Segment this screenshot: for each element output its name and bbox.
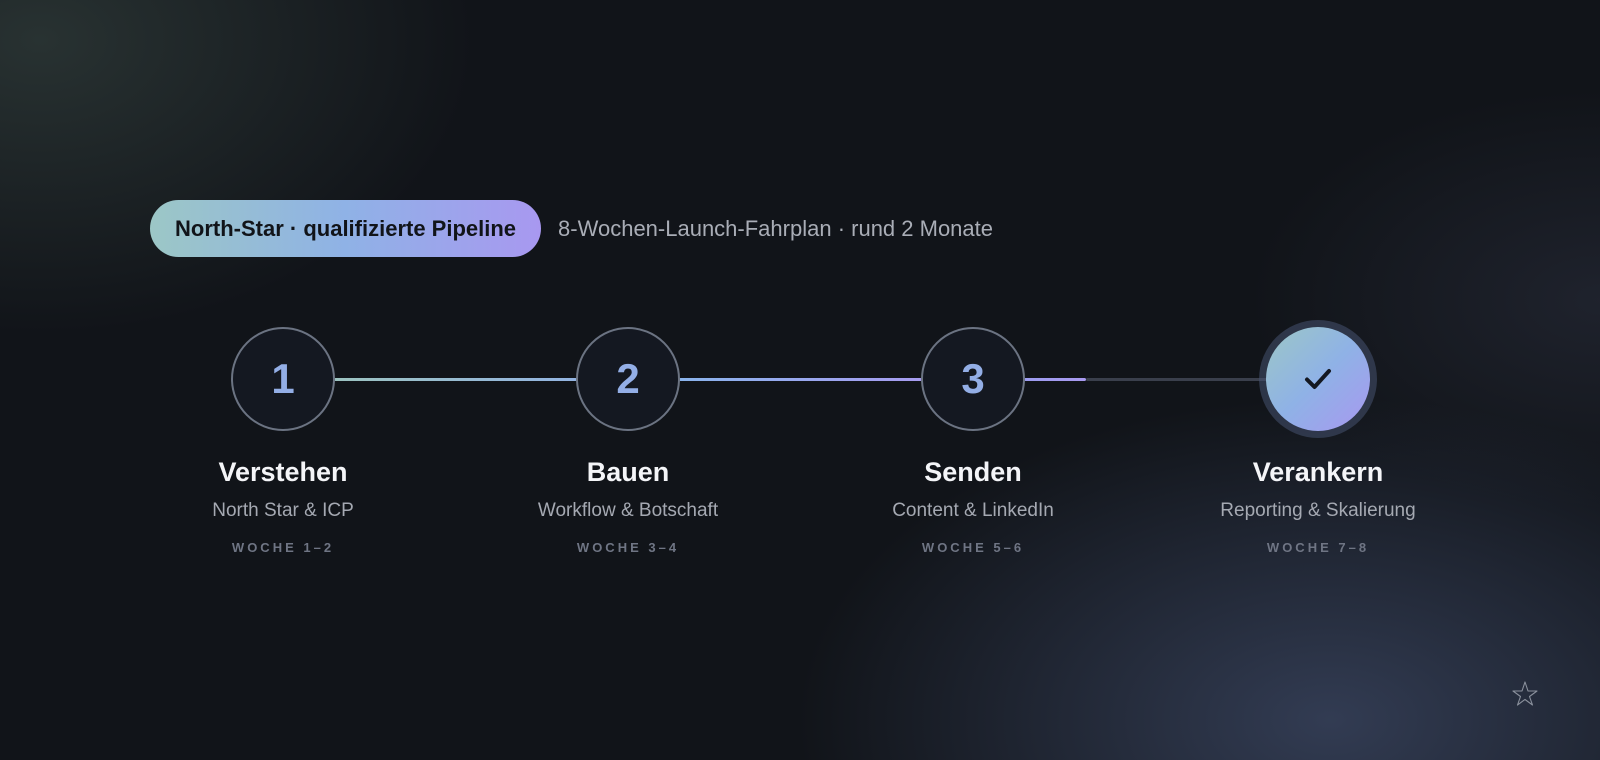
step-number-badge: 1 [231, 327, 335, 431]
step-subtitle: Content & LinkedIn [892, 500, 1054, 521]
star-logo-icon [1512, 681, 1538, 706]
timeline-connector-3-remaining [1086, 378, 1268, 381]
timeline-connector-3-progress [1024, 378, 1086, 381]
step-bauen: 2 Bauen Workflow & Botschaft WOCHE 3–4 [508, 327, 748, 555]
timeline-connector-1 [334, 378, 577, 381]
roadmap-subtitle: 8-Wochen-Launch-Fahrplan · rund 2 Monate [558, 215, 993, 241]
step-week: WOCHE 3–4 [576, 540, 680, 555]
step-number-badge: 3 [921, 327, 1025, 431]
step-complete-badge [1266, 327, 1370, 431]
step-subtitle: North Star & ICP [212, 500, 354, 521]
step-title: Bauen [586, 457, 670, 487]
check-icon [1305, 369, 1331, 389]
step-title: Senden [924, 457, 1022, 487]
step-verankern: Verankern Reporting & Skalierung WOCHE 7… [1198, 327, 1438, 555]
step-number-badge: 2 [576, 327, 680, 431]
step-subtitle: Reporting & Skalierung [1220, 500, 1416, 521]
timeline-connector-2 [679, 378, 922, 381]
step-verstehen: 1 Verstehen North Star & ICP WOCHE 1–2 [163, 327, 403, 555]
header: North-Star · qualifizierte Pipeline 8-Wo… [150, 200, 993, 257]
step-title: Verankern [1252, 457, 1384, 487]
step-week: WOCHE 7–8 [1266, 540, 1370, 555]
step-senden: 3 Senden Content & LinkedIn WOCHE 5–6 [853, 327, 1093, 555]
north-star-pill: North-Star · qualifizierte Pipeline [150, 200, 542, 257]
step-title: Verstehen [218, 457, 348, 487]
step-week: WOCHE 1–2 [231, 540, 335, 555]
step-week: WOCHE 5–6 [921, 540, 1025, 555]
step-subtitle: Workflow & Botschaft [537, 500, 719, 521]
